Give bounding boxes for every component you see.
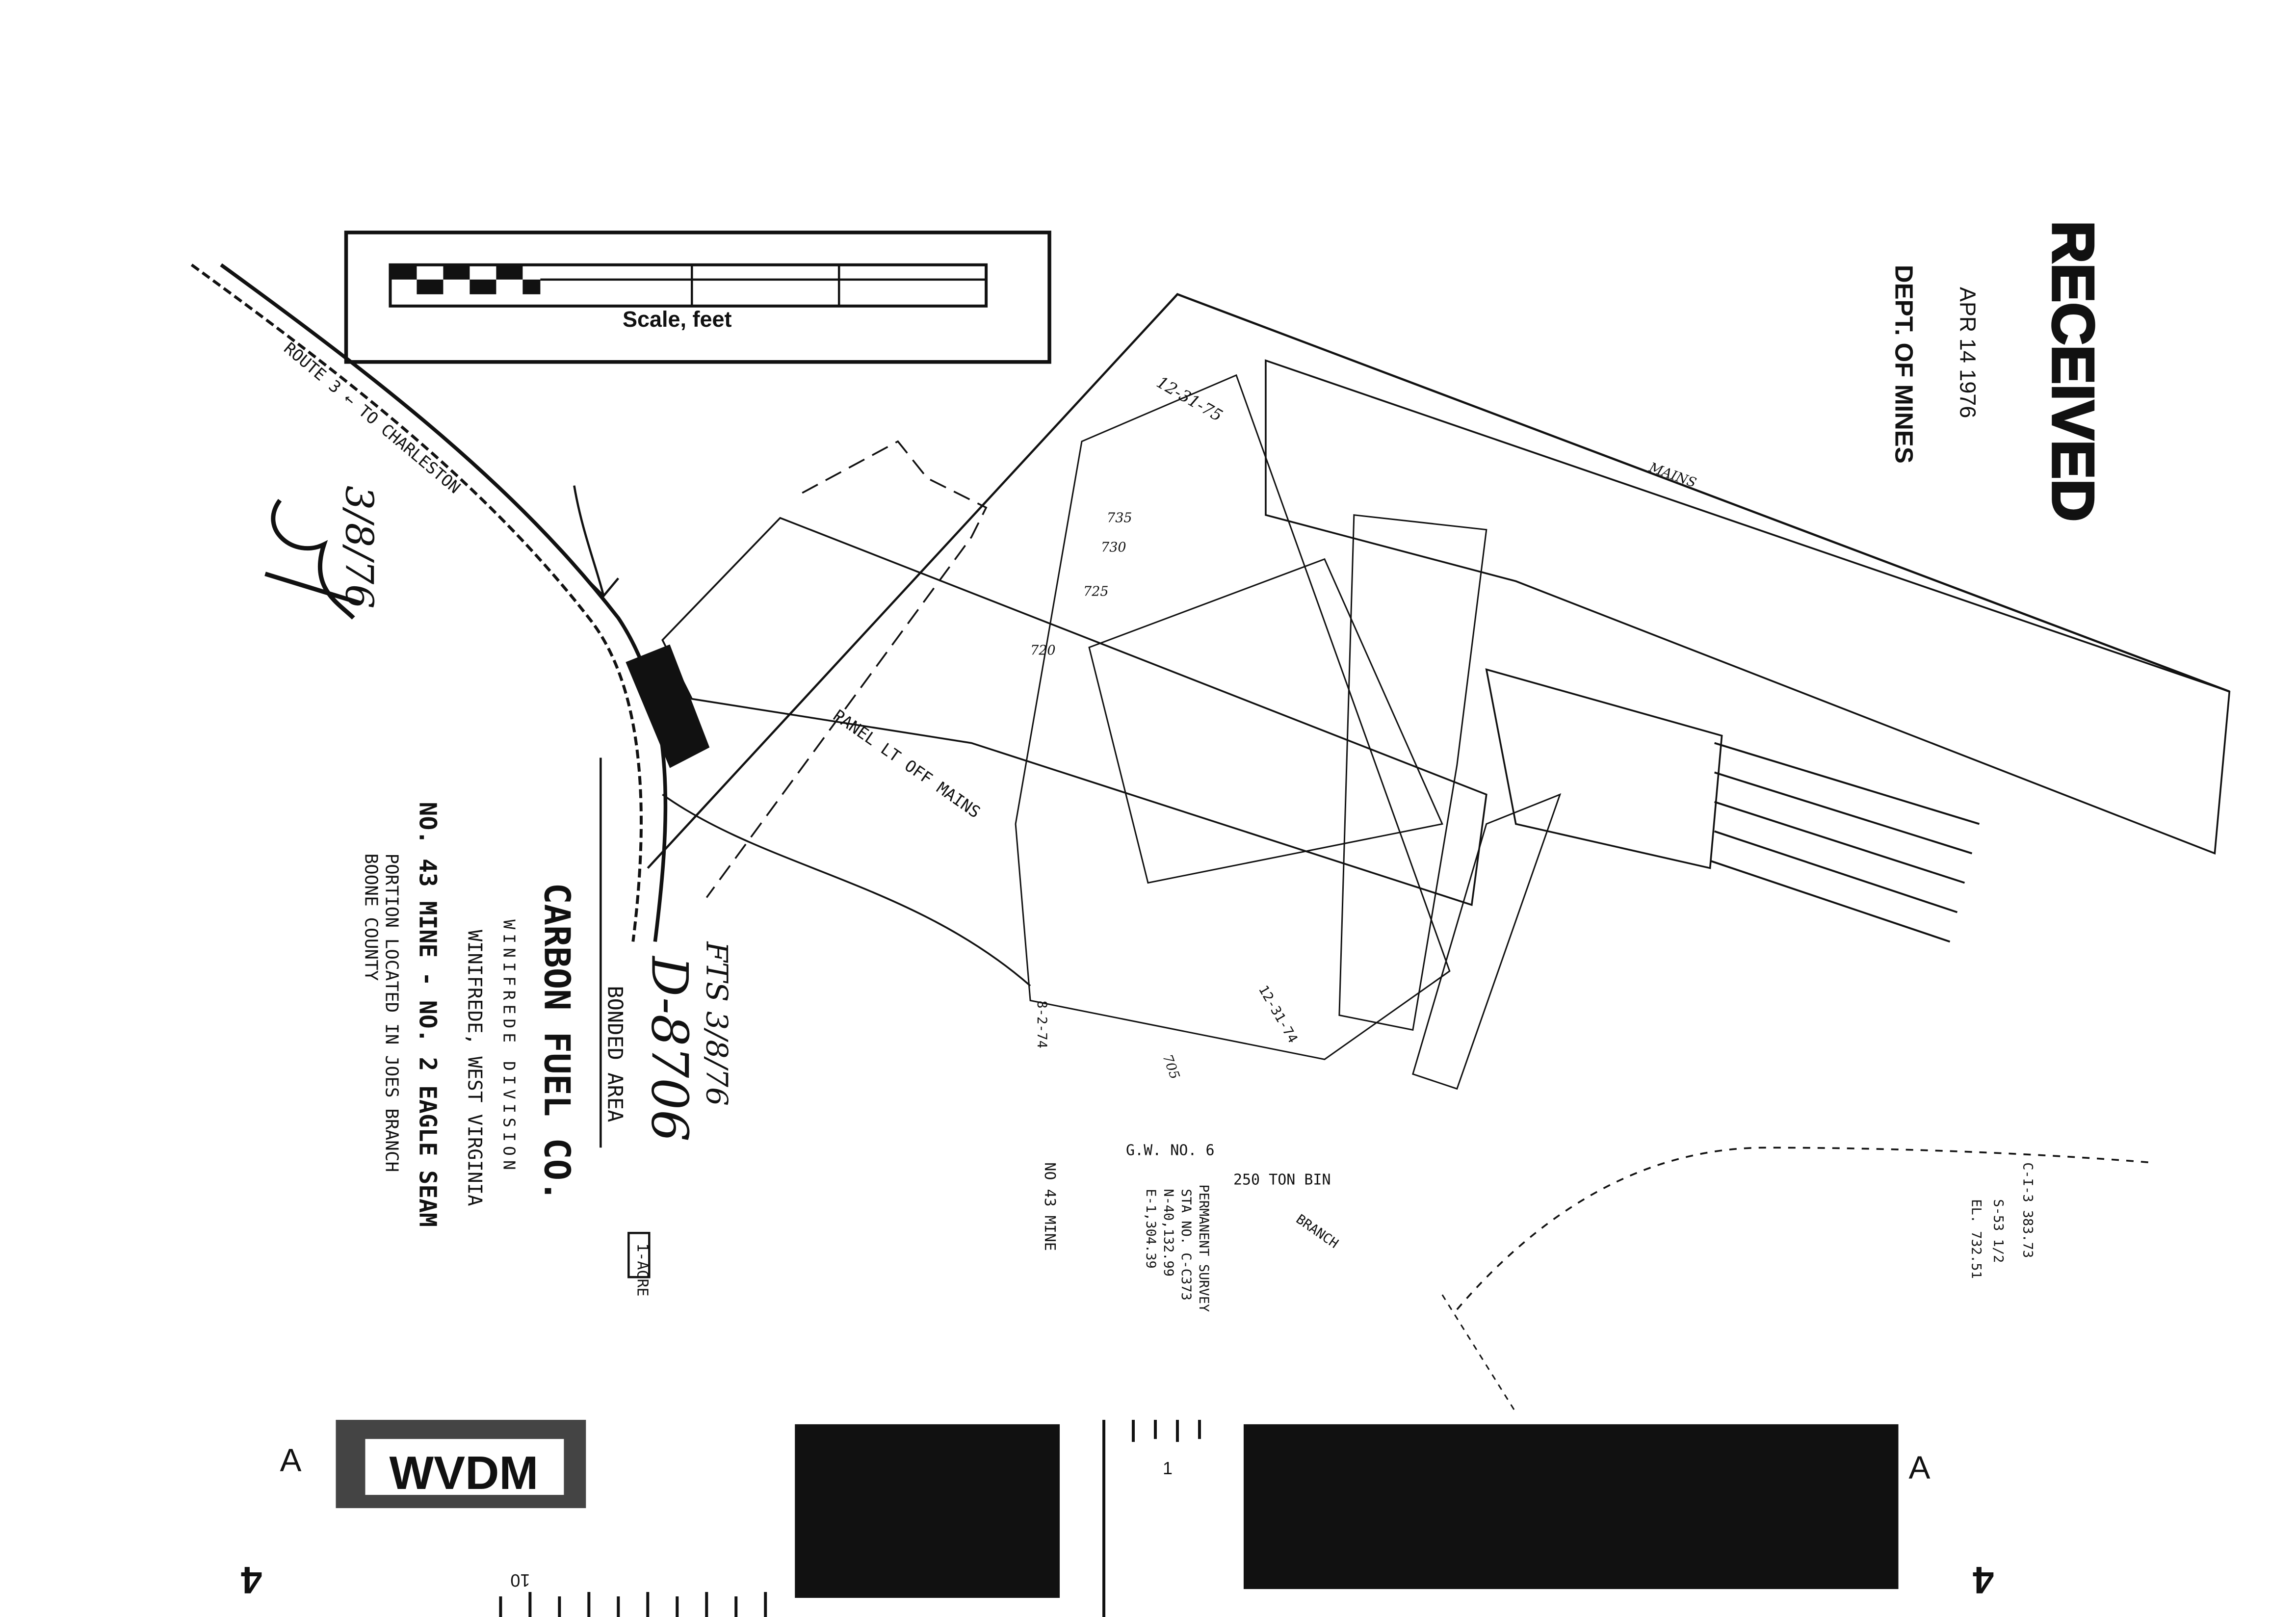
- initials-date: FTS 3/8/76: [699, 941, 733, 1106]
- pillar-panel-1: [1015, 374, 1451, 1060]
- gw-label: G.W. NO. 6: [1126, 1142, 1215, 1159]
- contour-label: 730: [1101, 540, 1126, 555]
- film-footer: A WVDM 10X 371500 A 1 10 4 4: [241, 1420, 1994, 1617]
- acre-box: [627, 1231, 651, 1278]
- arrow-icon: [573, 485, 620, 598]
- svg-text:APR 14 1976: APR 14 1976: [1955, 287, 1980, 418]
- contour-label: 705: [1159, 1052, 1182, 1081]
- panel-left-off-mains: [661, 517, 1487, 906]
- svg-text:EL. 732.51: EL. 732.51: [1968, 1199, 1983, 1278]
- svg-text:WINIFREDE DIVISION: WINIFREDE DIVISION: [499, 919, 519, 1174]
- reduction-label: 10X: [823, 1456, 1032, 1588]
- signature: [264, 498, 362, 620]
- svg-text:1-ACRE: 1-ACRE: [633, 1243, 651, 1296]
- svg-text:C-I-3 383.73: C-I-3 383.73: [2020, 1162, 2035, 1258]
- lower-right-entries: [1485, 668, 1723, 869]
- signature-date: 3/8/76: [337, 486, 381, 609]
- bonded-area-label: BONDED AREA: [603, 986, 627, 1122]
- permit-boundary: [705, 440, 988, 898]
- wvdm-stamp: WVDM: [390, 1447, 539, 1499]
- stream-line: [1456, 1147, 2149, 1310]
- contour-label: 725: [1083, 584, 1109, 600]
- panel-label: PANEL LT OFF MAINS: [830, 705, 984, 822]
- main-entries: [1265, 359, 2231, 855]
- film-ruler: [499, 1420, 1201, 1617]
- date-label: 8-2-74: [1034, 1000, 1049, 1048]
- svg-text:PORTION LOCATED IN JOES BRANCH: PORTION LOCATED IN JOES BRANCH: [381, 853, 401, 1172]
- pillar-panel-2: [1338, 514, 1487, 1031]
- permit-number: D-8706: [640, 955, 698, 1142]
- pillar-panel-3: [1088, 558, 1443, 884]
- permanent-survey: PERMANENT SURVEY STA NO. C-C373 N-40,132…: [1143, 1184, 1211, 1312]
- svg-text:A: A: [1909, 1449, 1931, 1486]
- mains-label: MAINS: [1646, 460, 1698, 491]
- mine-title: NO. 43 MINE - NO. 2 EAGLE SEAM: [414, 802, 441, 1227]
- svg-text:N-40,132.99: N-40,132.99: [1161, 1189, 1176, 1277]
- bin-label: 250 TON BIN: [1233, 1171, 1331, 1188]
- svg-text:PERMANENT SURVEY: PERMANENT SURVEY: [1196, 1184, 1211, 1312]
- date-label: 12-31-74: [1255, 983, 1301, 1045]
- contour-label: 735: [1107, 511, 1132, 526]
- herringbone-entry: [1411, 793, 1562, 1090]
- film-number: 371500: [1284, 1443, 1850, 1591]
- svg-text:STA NO. C-C373: STA NO. C-C373: [1178, 1189, 1194, 1300]
- property-boundary: [647, 293, 2230, 869]
- scale-bar: Scale, feet: [344, 231, 1051, 364]
- svg-text:4: 4: [241, 1559, 262, 1602]
- svg-text:4: 4: [1973, 1559, 1994, 1602]
- scale-label: Scale, feet: [623, 307, 731, 332]
- station-label: C-I-3 383.73 S-53 1/2 EL. 732.51: [1968, 1162, 2035, 1278]
- contour-label: 720: [1030, 643, 1056, 658]
- date-label: 12-31-75: [1153, 372, 1226, 425]
- svg-text:E-1,304.39: E-1,304.39: [1143, 1189, 1158, 1268]
- svg-text:BOONE COUNTY: BOONE COUNTY: [361, 853, 381, 981]
- svg-text:S-53 1/2: S-53 1/2: [1990, 1199, 2006, 1263]
- svg-text:A: A: [280, 1442, 302, 1478]
- svg-text:DEPT. OF MINES: DEPT. OF MINES: [1890, 265, 1918, 464]
- received-stamp: RECEIVED APR 14 1976 DEPT. OF MINES: [1890, 220, 2107, 523]
- svg-text:10: 10: [510, 1570, 530, 1591]
- svg-text:1: 1: [1163, 1458, 1173, 1478]
- branch-label: BRANCH: [1293, 1212, 1341, 1252]
- mine-label: NO 43 MINE: [1041, 1162, 1058, 1251]
- company-name: CARBON FUEL CO.: [536, 883, 577, 1201]
- title-block: CARBON FUEL CO. WINIFREDE DIVISION WINIF…: [361, 757, 651, 1297]
- svg-text:RECEIVED: RECEIVED: [2040, 221, 2106, 522]
- bonded-area-portal: [626, 644, 710, 768]
- svg-text:WINIFREDE, WEST VIRGINIA: WINIFREDE, WEST VIRGINIA: [463, 930, 485, 1206]
